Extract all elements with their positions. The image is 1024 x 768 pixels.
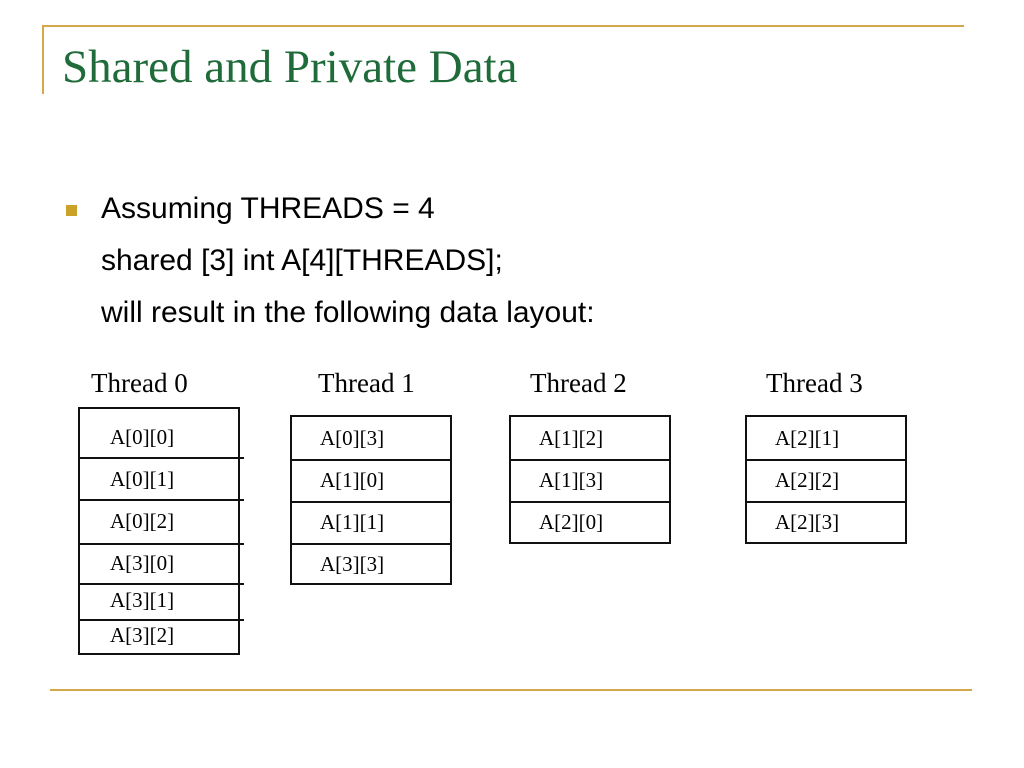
thread-0-cell: A[3][0] bbox=[110, 551, 175, 575]
thread-2-cell: A[2][0] bbox=[539, 510, 604, 534]
cell-divider bbox=[747, 501, 905, 503]
thread-1-box: A[0][3] A[1][0] A[1][1] A[3][3] bbox=[290, 415, 452, 585]
thread-0-label: Thread 0 bbox=[91, 368, 188, 398]
thread-0-cell: A[3][2] bbox=[110, 623, 175, 647]
bullet-line-2: shared [3] int A[4][THREADS]; bbox=[101, 244, 503, 277]
thread-1-label: Thread 1 bbox=[318, 368, 415, 398]
slide-title: Shared and Private Data bbox=[62, 41, 518, 93]
bullet-line-1: Assuming THREADS = 4 bbox=[101, 192, 435, 225]
cell-divider bbox=[292, 543, 450, 545]
bottom-divider-line bbox=[50, 689, 972, 691]
cell-divider bbox=[80, 619, 244, 621]
cell-divider bbox=[80, 499, 244, 501]
cell-divider bbox=[292, 501, 450, 503]
thread-0-cell: A[3][1] bbox=[110, 588, 175, 612]
thread-2-box: A[1][2] A[1][3] A[2][0] bbox=[509, 415, 671, 544]
title-frame-top-line bbox=[42, 25, 964, 27]
thread-2-cell: A[1][2] bbox=[539, 426, 604, 450]
thread-0-cell: A[0][1] bbox=[110, 467, 175, 491]
thread-0-cell: A[0][0] bbox=[110, 425, 175, 449]
thread-2-cell: A[1][3] bbox=[539, 468, 604, 492]
thread-3-cell: A[2][3] bbox=[775, 510, 840, 534]
thread-0-cell: A[0][2] bbox=[110, 509, 175, 533]
cell-divider bbox=[80, 583, 244, 585]
cell-divider bbox=[511, 501, 669, 503]
thread-3-cell: A[2][1] bbox=[775, 426, 840, 450]
thread-3-label: Thread 3 bbox=[766, 368, 863, 398]
thread-1-cell: A[1][0] bbox=[320, 468, 385, 492]
title-frame-left-line bbox=[42, 26, 44, 94]
cell-divider bbox=[511, 459, 669, 461]
thread-1-cell: A[0][3] bbox=[320, 426, 385, 450]
thread-3-box: A[2][1] A[2][2] A[2][3] bbox=[745, 415, 907, 544]
cell-divider bbox=[292, 459, 450, 461]
thread-3-cell: A[2][2] bbox=[775, 468, 840, 492]
thread-2-label: Thread 2 bbox=[530, 368, 627, 398]
bullet-square-icon bbox=[66, 205, 77, 216]
thread-0-box: A[0][0] A[0][1] A[0][2] A[3][0] A[3][1] … bbox=[78, 407, 244, 655]
cell-divider bbox=[80, 457, 244, 459]
cell-divider bbox=[747, 459, 905, 461]
cell-divider bbox=[80, 543, 244, 545]
thread-1-cell: A[1][1] bbox=[320, 510, 385, 534]
bullet-line-3: will result in the following data layout… bbox=[101, 296, 595, 329]
thread-1-cell: A[3][3] bbox=[320, 552, 385, 576]
